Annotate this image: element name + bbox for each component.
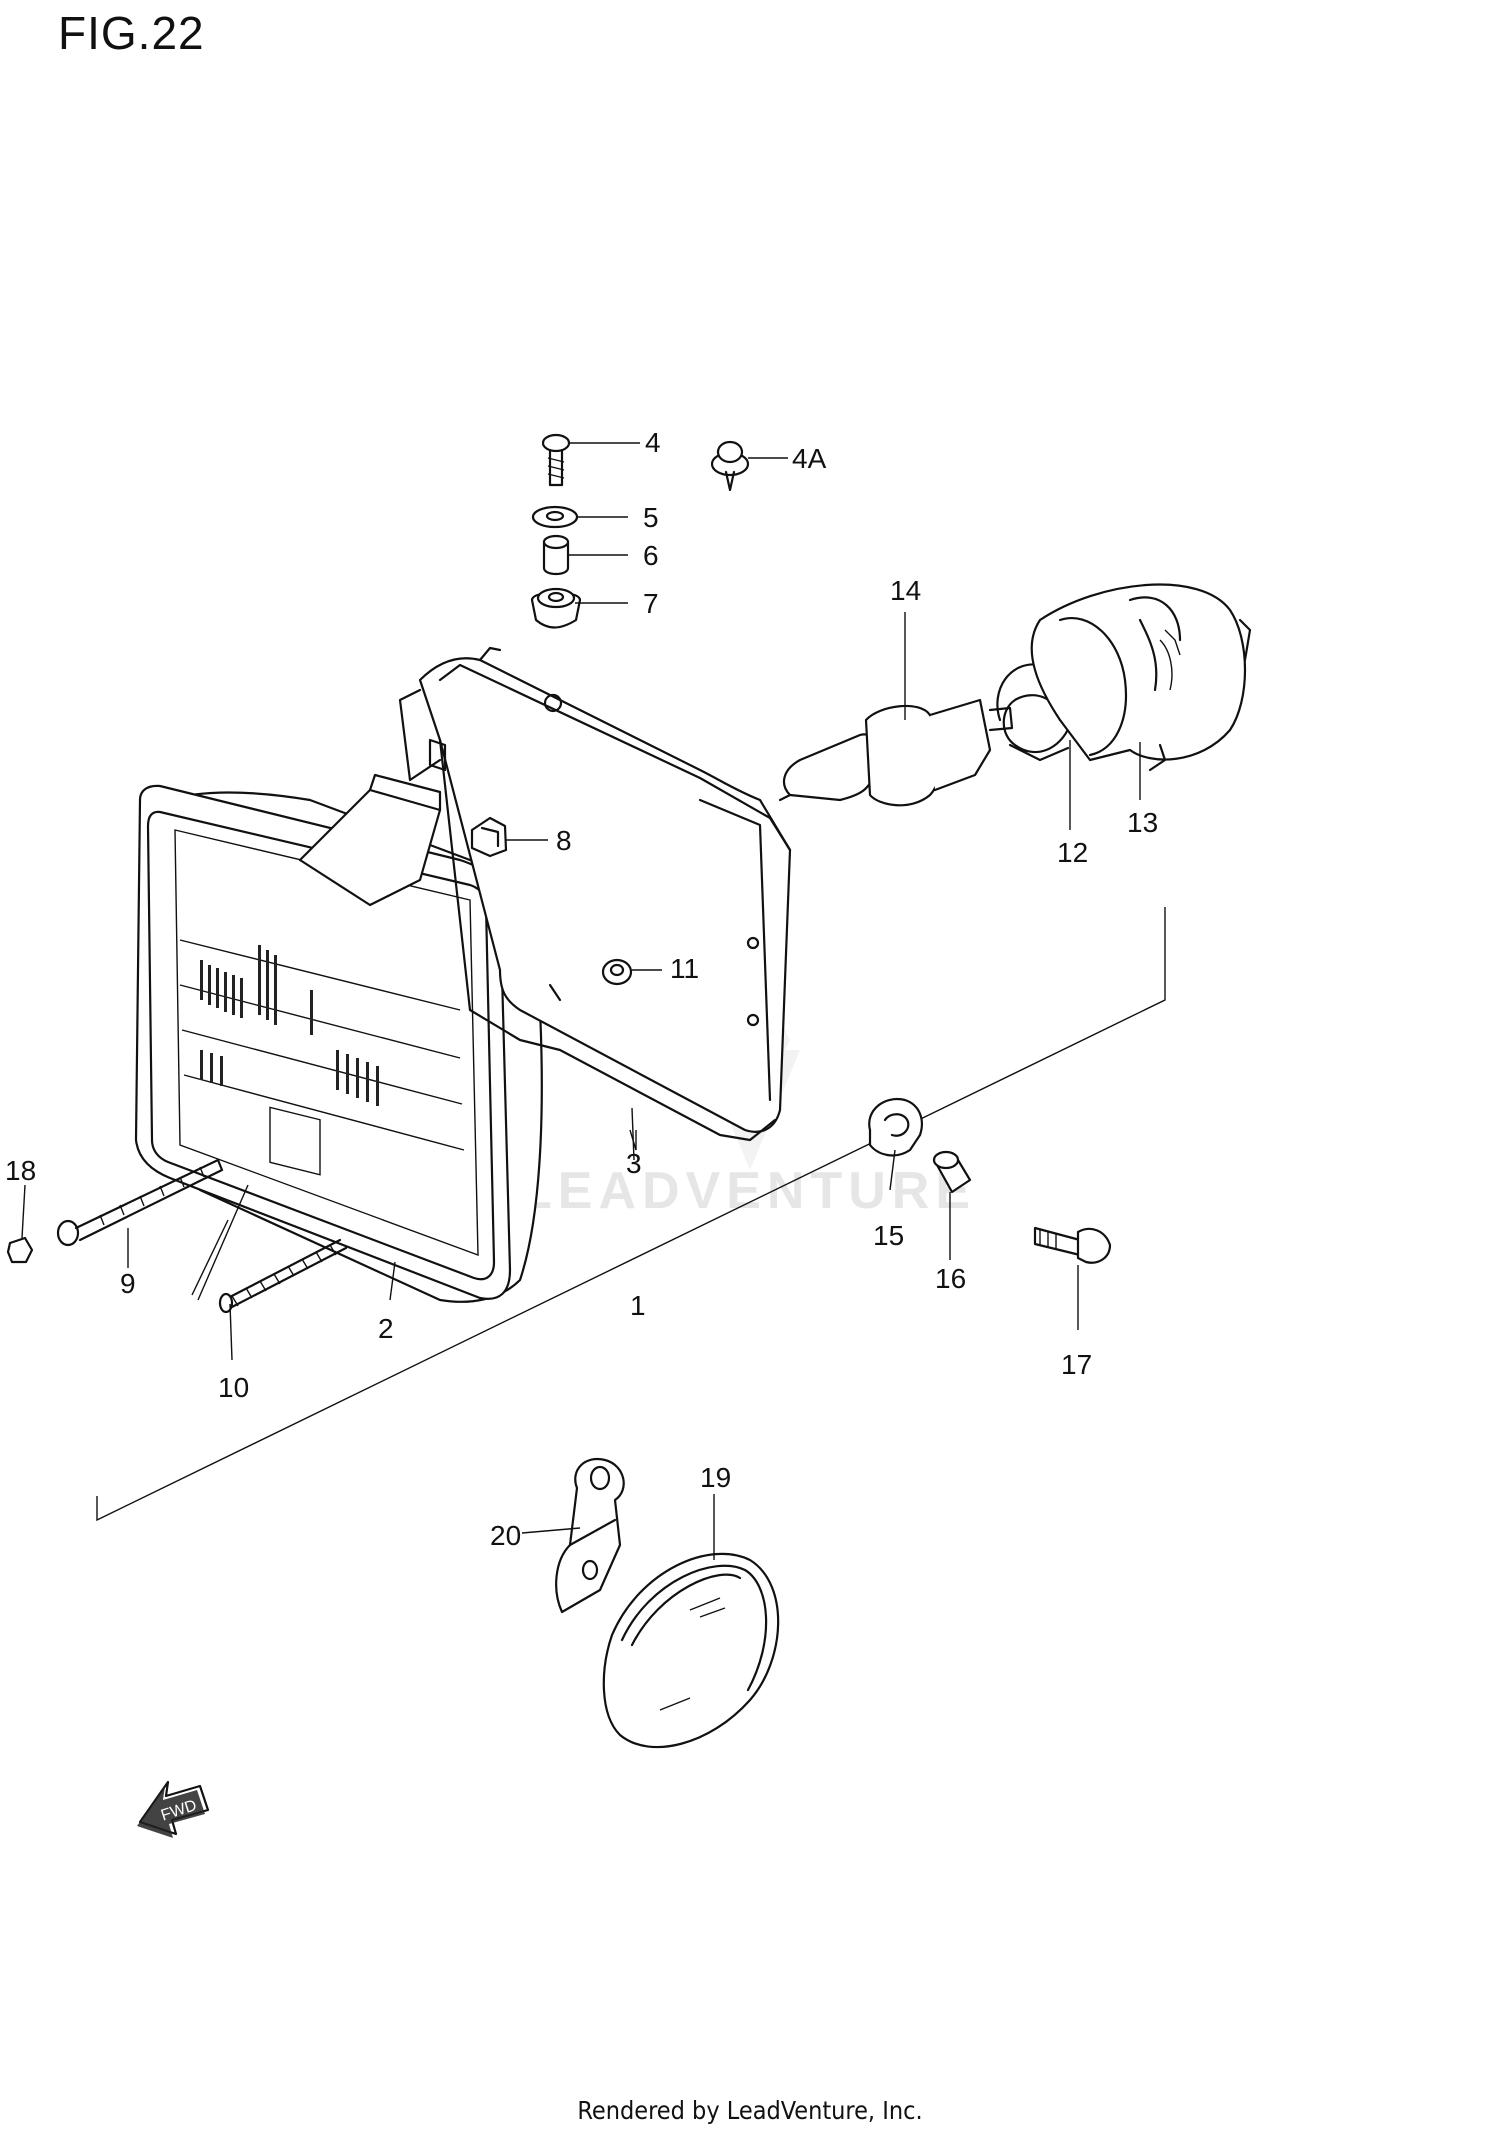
- callout-9[interactable]: 9: [120, 1268, 136, 1299]
- callout-18[interactable]: 18: [5, 1155, 36, 1186]
- watermark-text: LEADVENTURE: [520, 1162, 976, 1220]
- callout-5[interactable]: 5: [643, 502, 659, 533]
- callout-labels: 4 4A 5 6 7 8 11 14 12 13 3 1 2 9 10 18 1…: [5, 427, 1158, 1551]
- callout-15[interactable]: 15: [873, 1220, 904, 1251]
- socket-cover-part-13[interactable]: [1030, 583, 1252, 772]
- forward-direction-arrow: FWD: [137, 1780, 210, 1838]
- callout-13[interactable]: 13: [1127, 807, 1158, 838]
- spring-clip-part-12[interactable]: [996, 663, 1075, 762]
- collar-part-6[interactable]: [542, 534, 570, 576]
- nut-part-11[interactable]: [601, 958, 633, 986]
- callout-7[interactable]: 7: [643, 588, 659, 619]
- callout-14[interactable]: 14: [890, 575, 921, 606]
- callout-3[interactable]: 3: [626, 1148, 642, 1179]
- bolt-part-17[interactable]: [1033, 1226, 1112, 1264]
- collar-part-16[interactable]: [932, 1150, 972, 1194]
- callout-2[interactable]: 2: [378, 1313, 394, 1344]
- callout-10[interactable]: 10: [218, 1372, 249, 1403]
- spring-part-10[interactable]: [218, 1238, 348, 1314]
- callout-11[interactable]: 11: [670, 953, 699, 984]
- figure-title: FIG.22: [58, 7, 205, 59]
- long-screw-part-9[interactable]: [56, 1158, 224, 1247]
- bulb-part-14[interactable]: [778, 698, 1014, 807]
- callout-17[interactable]: 17: [1061, 1349, 1092, 1380]
- assembly-bracket: [96, 907, 1166, 1522]
- lens-cap-part-19[interactable]: [602, 1552, 780, 1749]
- footer-attribution: Rendered by LeadVenture, Inc.: [577, 2096, 923, 2125]
- callout-20[interactable]: 20: [490, 1520, 521, 1551]
- callout-1[interactable]: 1: [630, 1290, 646, 1321]
- callout-19[interactable]: 19: [700, 1462, 731, 1493]
- callout-16[interactable]: 16: [935, 1263, 966, 1294]
- callout-6[interactable]: 6: [643, 540, 659, 571]
- washer-part-5[interactable]: [531, 505, 579, 529]
- screw-part-4[interactable]: [541, 433, 571, 487]
- nut-part-18[interactable]: [6, 1236, 34, 1264]
- callout-4a[interactable]: 4A: [792, 443, 827, 474]
- grommet-part-7[interactable]: [530, 587, 582, 629]
- headlamp-lens-unit[interactable]: [134, 773, 543, 1303]
- screw-part-4a[interactable]: [710, 440, 750, 492]
- callout-12[interactable]: 12: [1057, 837, 1088, 868]
- callout-4[interactable]: 4: [645, 427, 661, 458]
- callout-8[interactable]: 8: [556, 825, 572, 856]
- grommet-part-15[interactable]: [868, 1097, 923, 1157]
- clip-part-8[interactable]: [470, 816, 508, 858]
- bracket-part-20[interactable]: [555, 1457, 625, 1614]
- headlamp-housing[interactable]: [398, 646, 792, 1142]
- leader-lines: [21, 442, 1141, 1560]
